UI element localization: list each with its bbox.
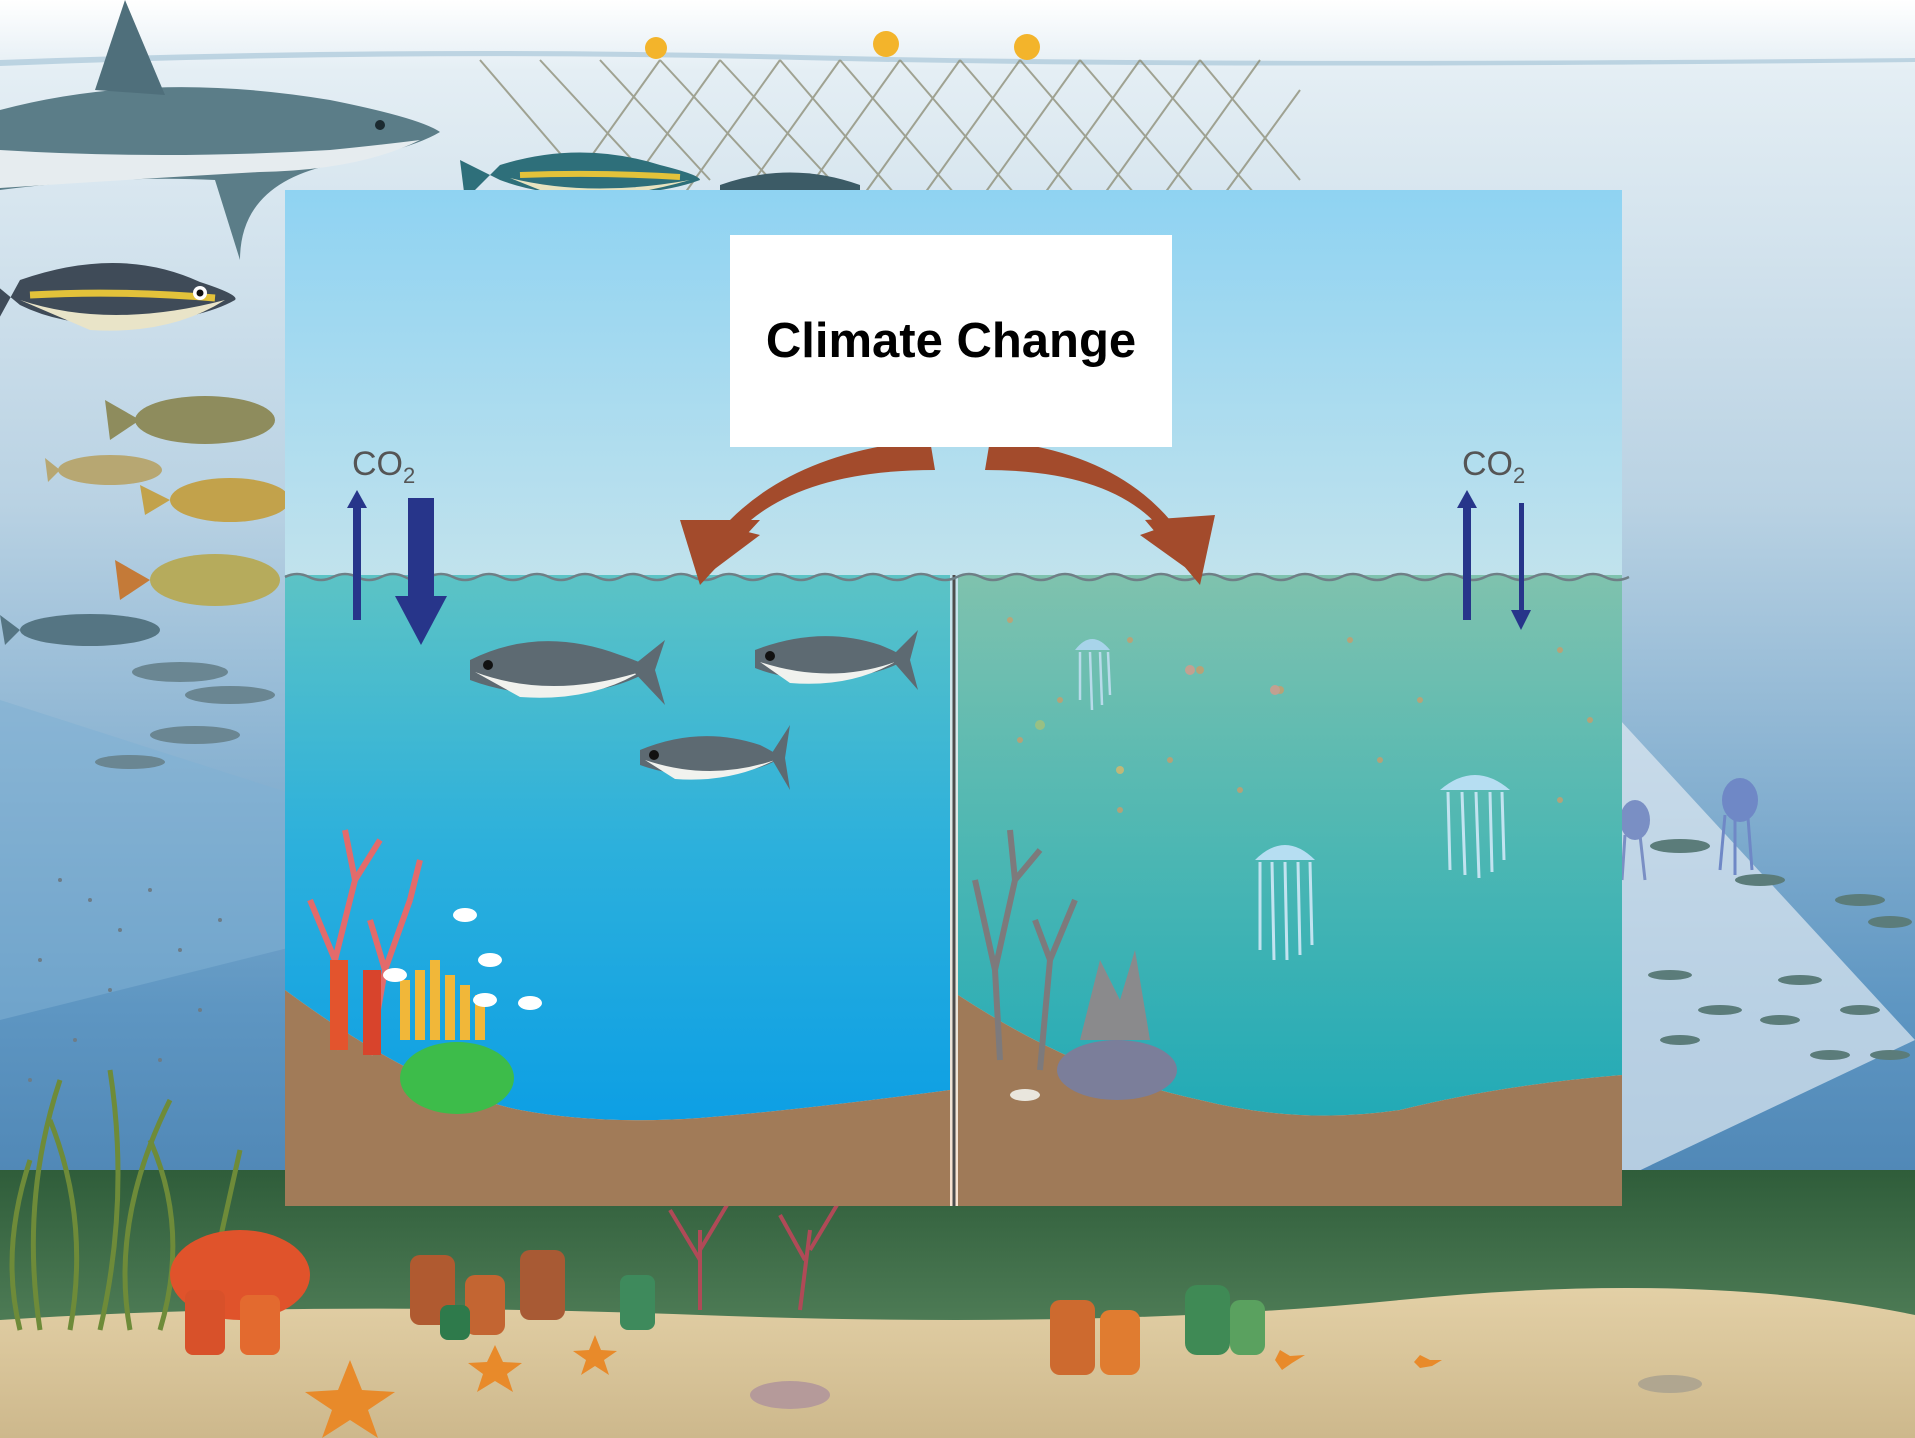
tuna-icon (755, 630, 918, 690)
arrow-right-icon (985, 440, 1200, 578)
inset-panel: CO2 CO2 (284, 190, 1630, 1206)
fishing-net (479, 59, 1301, 201)
suspended-particles (1007, 617, 1593, 813)
seaweed (9, 1069, 243, 1331)
float-icon (645, 37, 667, 59)
tuna-icon (640, 725, 790, 790)
float-icon (1014, 34, 1040, 60)
coral-icon (668, 1198, 842, 1311)
degraded-ocean (958, 575, 1622, 1116)
jellyfish-icon (1440, 775, 1510, 879)
shark-icon (0, 0, 440, 260)
sponge-icon (410, 1250, 565, 1340)
water-surface (284, 572, 1630, 582)
tuna-icon (720, 172, 860, 195)
arrow-left-icon (700, 440, 935, 580)
sea-cucumber-icon (750, 1381, 830, 1409)
tuna-icon (0, 263, 236, 331)
sea-anemone-icon (170, 1230, 310, 1355)
co2-label-right: CO2 (1462, 445, 1525, 488)
co2-label-left: CO2 (352, 445, 415, 488)
fish-school-left (0, 396, 290, 769)
jellyfish-icon (1255, 845, 1315, 961)
float-icon (873, 31, 899, 57)
jellyfish-icon (1718, 778, 1758, 875)
tuna-icon (470, 640, 665, 705)
co2-exchange-right (1457, 490, 1531, 630)
shell-icon (1638, 1375, 1702, 1393)
diagram-title: Climate Change (765, 314, 1137, 368)
jellyfish-icon (1075, 639, 1112, 711)
degraded-coral-reef (972, 829, 1177, 1101)
plankton (28, 878, 222, 1082)
starfish-icon (305, 1335, 1442, 1438)
title-box: Climate Change (730, 235, 1172, 447)
sponge-icon (620, 1275, 1265, 1375)
fish-school-right (1648, 839, 1912, 1060)
jellyfish-icon (1620, 800, 1650, 881)
co2-exchange-left (347, 490, 447, 645)
healthy-coral-reef (307, 829, 542, 1114)
